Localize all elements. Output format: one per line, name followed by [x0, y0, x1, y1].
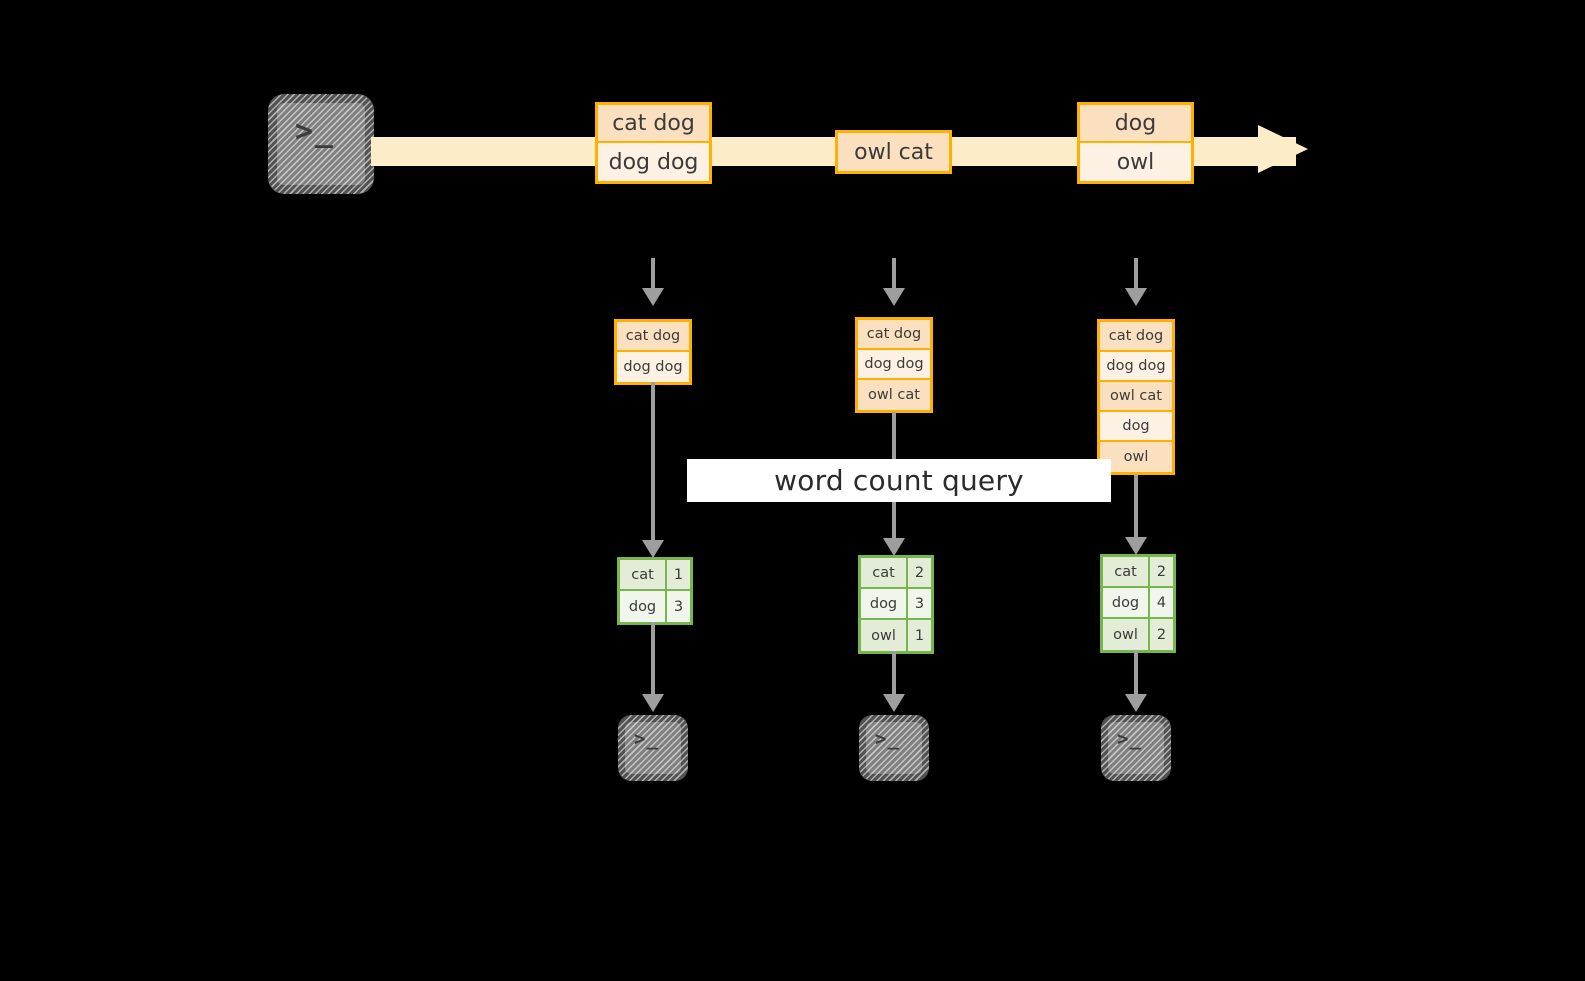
stream-event-line: cat dog	[598, 105, 709, 143]
table-row: cat 1	[620, 560, 690, 591]
trigger-1-input-table: cat dog dog dog	[614, 319, 692, 385]
input-line: cat dog	[617, 322, 689, 352]
table-row: dog 3	[620, 591, 690, 622]
trigger-3-dashed-arrowhead-icon	[1125, 288, 1147, 306]
input-line: dog dog	[617, 352, 689, 382]
result-count: 1	[908, 620, 931, 651]
terminal-prompt-label: >_	[295, 114, 335, 149]
stream-event-line: dog	[1080, 105, 1191, 143]
result-word: owl	[1103, 619, 1150, 650]
stream-event-line: owl cat	[838, 133, 949, 171]
result-count: 2	[1150, 557, 1173, 586]
trigger-1-query-arrowhead-icon	[642, 540, 664, 558]
trigger-2-sink-connector	[892, 651, 896, 700]
result-word: owl	[861, 620, 908, 651]
query-label: word count query	[774, 464, 1024, 497]
stream-event-3: dog owl	[1077, 102, 1194, 184]
trigger-1-query-connector	[651, 382, 655, 547]
table-row: owl 2	[1103, 619, 1173, 650]
input-line: cat dog	[1100, 322, 1172, 352]
trigger-3-dashed-connector	[1134, 258, 1138, 290]
trigger-2-sink-terminal-icon: >_	[859, 715, 929, 781]
terminal-prompt-label: >_	[875, 728, 901, 750]
result-word: cat	[620, 560, 667, 589]
trigger-1-result-table: cat 1 dog 3	[617, 557, 693, 625]
table-row: cat 2	[1103, 557, 1173, 588]
input-line: owl cat	[1100, 382, 1172, 412]
trigger-3-input-table: cat dog dog dog owl cat dog owl	[1097, 319, 1175, 475]
table-row: owl 1	[861, 620, 931, 651]
input-line: dog dog	[858, 350, 930, 380]
result-count: 3	[908, 589, 931, 618]
terminal-prompt-label: >_	[634, 728, 660, 750]
trigger-3-query-connector	[1134, 475, 1138, 545]
trigger-1-sink-terminal-icon: >_	[618, 715, 688, 781]
result-count: 1	[667, 560, 690, 589]
result-count: 3	[667, 591, 690, 622]
trigger-1-dashed-connector	[651, 258, 655, 290]
input-line: owl cat	[858, 380, 930, 410]
table-row: dog 4	[1103, 588, 1173, 619]
input-line: dog dog	[1100, 352, 1172, 382]
trigger-2-query-arrowhead-icon	[883, 538, 905, 556]
result-count: 2	[908, 558, 931, 587]
terminal-prompt-label: >_	[1117, 728, 1143, 750]
trigger-3-query-arrowhead-icon	[1125, 537, 1147, 555]
trigger-1-dashed-arrowhead-icon	[642, 288, 664, 306]
trigger-2-dashed-arrowhead-icon	[883, 288, 905, 306]
trigger-2-sink-arrowhead-icon	[883, 694, 905, 712]
result-word: dog	[1103, 588, 1150, 617]
table-row: dog 3	[861, 589, 931, 620]
trigger-3-sink-arrowhead-icon	[1125, 694, 1147, 712]
result-word: dog	[620, 591, 667, 622]
trigger-2-result-table: cat 2 dog 3 owl 1	[858, 555, 934, 654]
result-count: 4	[1150, 588, 1173, 617]
trigger-3-sink-terminal-icon: >_	[1101, 715, 1171, 781]
stream-arrow-head-icon	[1258, 125, 1308, 173]
result-word: dog	[861, 589, 908, 618]
stream-event-1: cat dog dog dog	[595, 102, 712, 184]
result-word: cat	[861, 558, 908, 587]
trigger-3-result-table: cat 2 dog 4 owl 2	[1100, 554, 1176, 653]
trigger-1-sink-arrowhead-icon	[642, 694, 664, 712]
input-line: cat dog	[858, 320, 930, 350]
query-label-band: word count query	[687, 459, 1111, 502]
result-word: cat	[1103, 557, 1150, 586]
stream-event-line: owl	[1080, 143, 1191, 181]
input-line: dog	[1100, 412, 1172, 442]
trigger-2-dashed-connector	[892, 258, 896, 290]
stream-event-line: dog dog	[598, 143, 709, 181]
trigger-1-sink-connector	[651, 622, 655, 700]
stream-event-2: owl cat	[835, 130, 952, 174]
source-terminal-icon: >_	[268, 94, 374, 194]
input-line: owl	[1100, 442, 1172, 472]
trigger-3-sink-connector	[1134, 650, 1138, 700]
trigger-2-input-table: cat dog dog dog owl cat	[855, 317, 933, 413]
table-row: cat 2	[861, 558, 931, 589]
result-count: 2	[1150, 619, 1173, 650]
